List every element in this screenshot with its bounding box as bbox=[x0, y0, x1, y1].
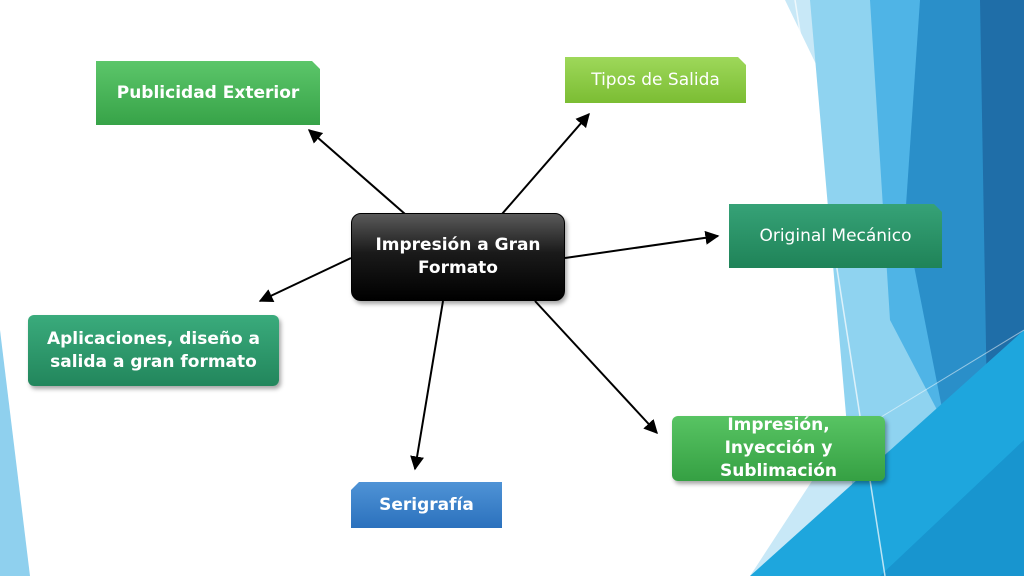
node-aplicaciones: Aplicaciones, diseño a salida a gran for… bbox=[28, 315, 279, 386]
node-publicidad-exterior: Publicidad Exterior bbox=[96, 61, 320, 125]
node-original-mecanico: Original Mecánico bbox=[729, 204, 942, 268]
node-tipos-label: Tipos de Salida bbox=[591, 69, 720, 90]
arrow-to-tipos bbox=[501, 112, 590, 215]
node-aplicaciones-label: Aplicaciones, diseño a salida a gran for… bbox=[46, 328, 261, 372]
arrow-to-serigrafia bbox=[410, 300, 444, 471]
node-original-label: Original Mecánico bbox=[759, 225, 912, 246]
arrow-to-impresion bbox=[534, 300, 658, 435]
node-impresion-inyeccion: Impresión, Inyección y Sublimación bbox=[672, 415, 885, 481]
center-node: Impresión a Gran Formato bbox=[351, 213, 565, 301]
node-tipos-de-salida: Tipos de Salida bbox=[565, 57, 746, 103]
center-node-label: Impresión a Gran Formato bbox=[375, 235, 541, 278]
arrow-to-publicidad bbox=[307, 129, 406, 215]
node-serigrafia-label: Serigrafía bbox=[379, 494, 474, 515]
node-serigrafia: Serigrafía bbox=[351, 482, 502, 528]
arrow-to-original bbox=[564, 230, 720, 259]
node-impresion-label: Impresión, Inyección y Sublimación bbox=[719, 415, 838, 481]
arrow-to-aplicaciones bbox=[258, 257, 352, 302]
node-publicidad-label: Publicidad Exterior bbox=[116, 82, 300, 103]
